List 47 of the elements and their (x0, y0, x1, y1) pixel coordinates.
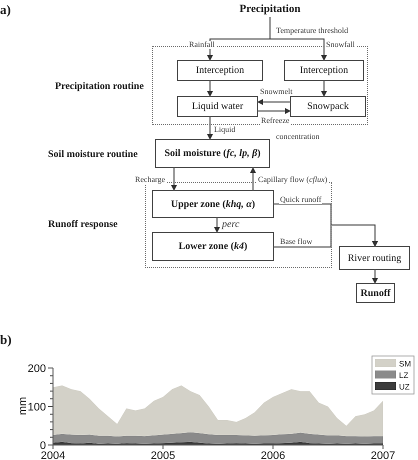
arrow (321, 80, 327, 97)
edge-label: Rainfall (188, 41, 216, 49)
process-box: Soil moisture (fc, lp, β) (155, 139, 270, 168)
arrow (258, 108, 291, 114)
process-box: Liquid water (177, 96, 258, 117)
arrow (214, 218, 220, 233)
section-heading: Precipitation routine (55, 81, 144, 92)
tick-label: 100 (28, 402, 46, 414)
tick-label: 200 (28, 363, 46, 375)
edge-label: Base flow (279, 238, 314, 246)
tick-label: 0 (40, 440, 46, 452)
annotation: concentration (275, 133, 321, 141)
tick-label: 2007 (370, 450, 396, 460)
edge-label: Quick runoff (279, 196, 322, 204)
panel-label: b) (0, 332, 12, 348)
edge-label: Liquid (213, 126, 236, 134)
legend-label: UZ (399, 382, 410, 392)
arrow (257, 99, 290, 105)
process-box: Interception (177, 60, 263, 81)
edge-label: Capillary flow (cflux) (257, 176, 328, 184)
tick-label: 2004 (40, 450, 66, 460)
arrow (372, 270, 378, 284)
legend-label: LZ (399, 371, 408, 380)
annotation: Temperature threshold (275, 27, 350, 35)
tick-label: 2006 (260, 450, 286, 460)
arrow (207, 116, 213, 140)
edge-label: perc (221, 220, 240, 230)
process-box: Upper zone (khq, α) (152, 190, 274, 218)
edge-label: Recharge (134, 176, 166, 184)
tick-label: 2005 (150, 450, 176, 460)
process-box: Interception (284, 60, 364, 81)
section-heading: Soil moisture routine (48, 149, 138, 160)
process-box: Lower zone (k4) (152, 232, 274, 261)
edge-label: Snowmelt (259, 88, 294, 96)
process-box: River routing (339, 246, 410, 270)
section-heading: Runoff response (48, 219, 118, 230)
arrow (207, 80, 213, 97)
arrow (171, 168, 177, 191)
arrow (250, 167, 256, 190)
arrow (274, 224, 378, 248)
edge-label: Refreeze (260, 117, 290, 125)
axis-title: mm (17, 396, 29, 416)
legend-label: SM (399, 360, 411, 368)
panel-label: a) (0, 2, 11, 18)
process-box: Snowpack (290, 96, 366, 117)
edge-label: Snowfall (325, 41, 356, 49)
process-box: Runoff (356, 283, 395, 303)
